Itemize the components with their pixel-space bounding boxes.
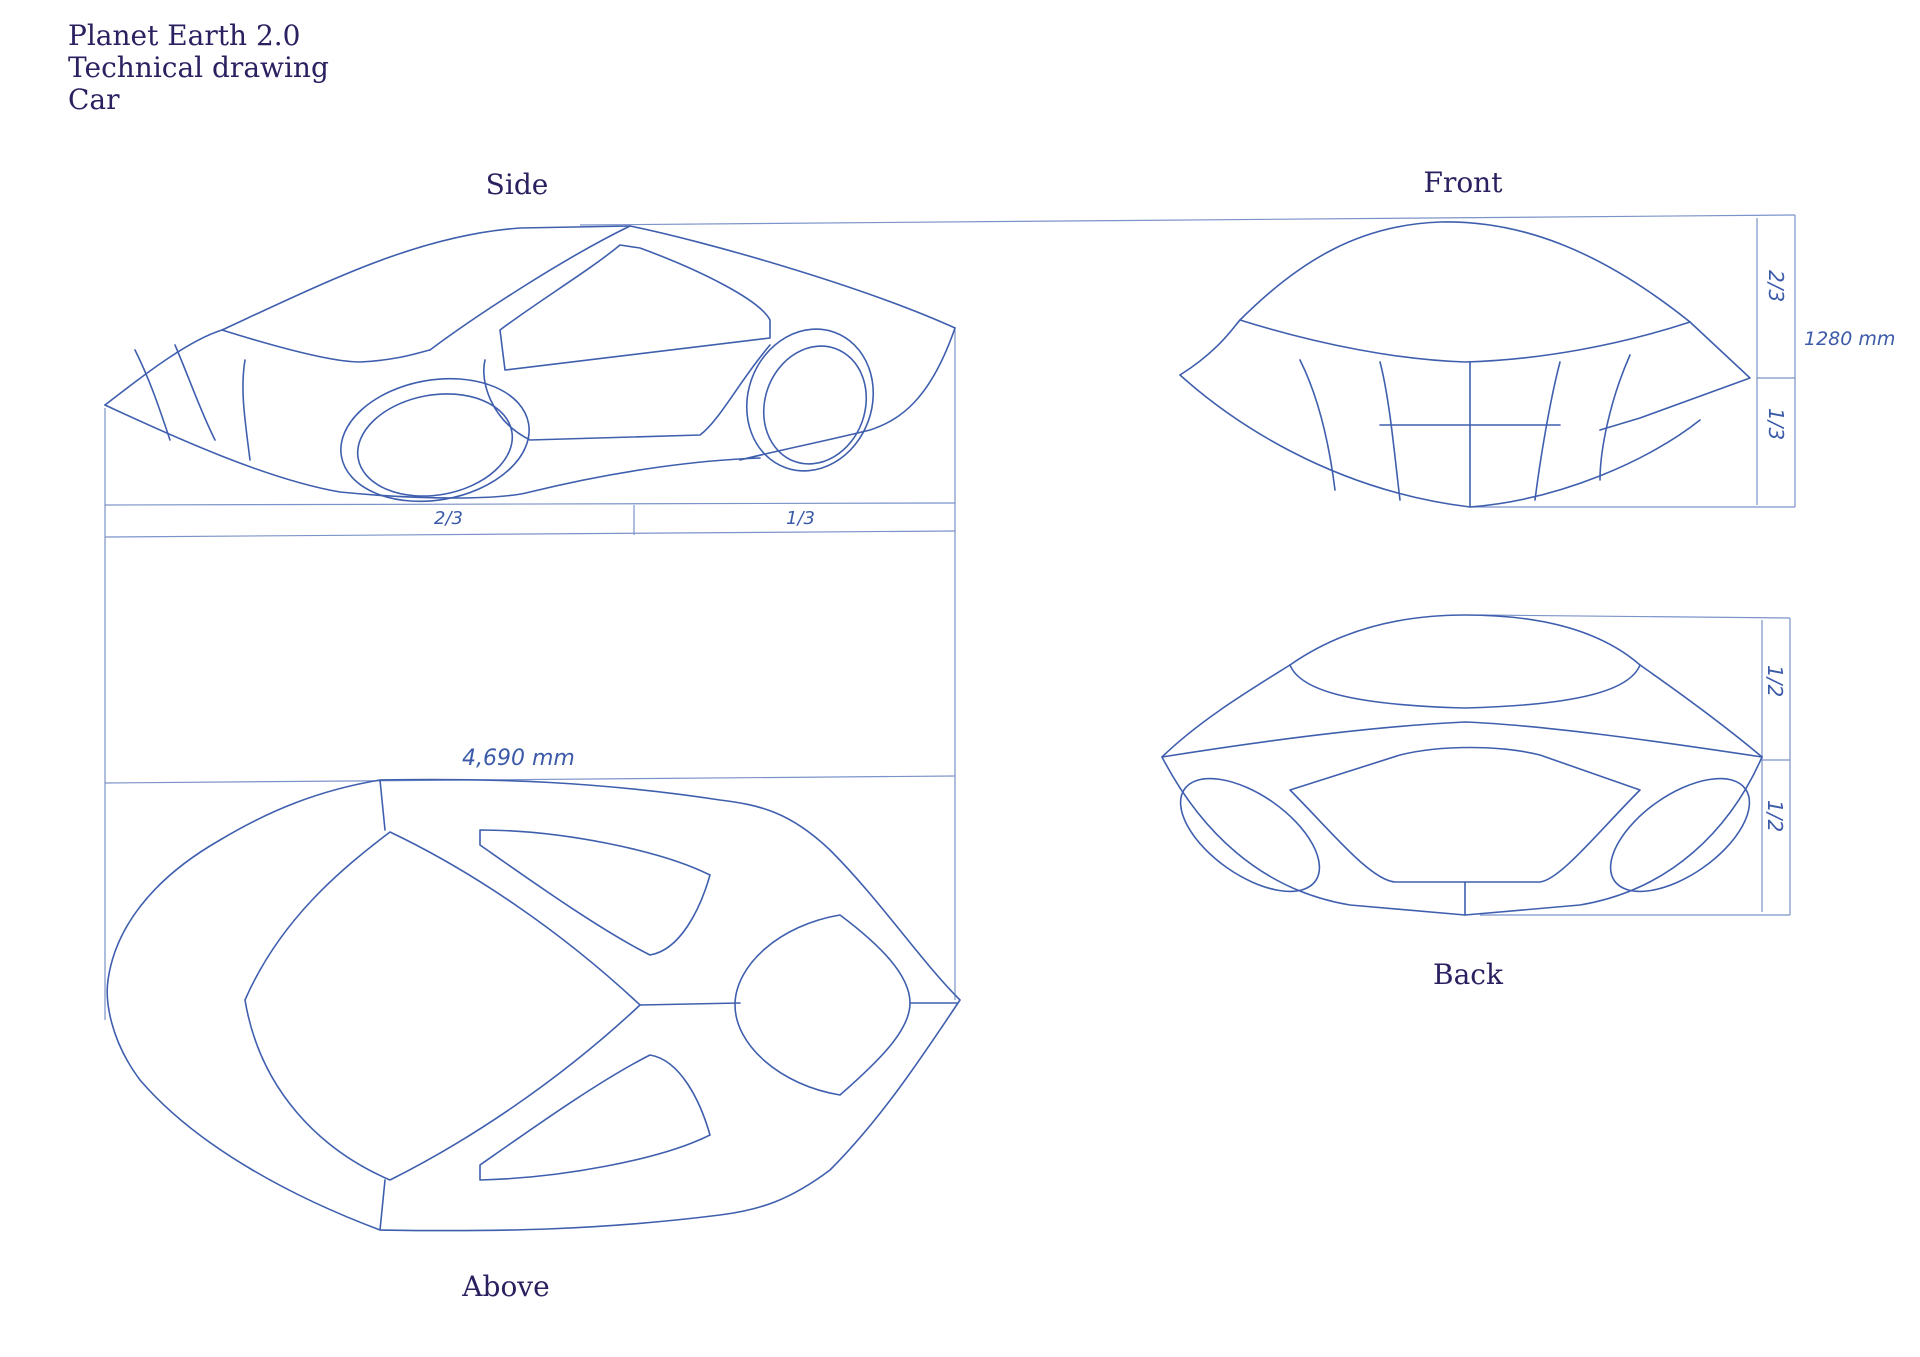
side-view-label: Side [485, 168, 549, 201]
side-ratio-left-annotation: 2/3 [434, 508, 463, 529]
front-height-annotation: 1280 mm [1804, 328, 1896, 350]
above-view-label: Above [462, 1270, 550, 1303]
front-ratio-bottom-annotation: 1/3 [1764, 408, 1788, 441]
side-view-car [104, 225, 956, 503]
subject-title: Car [68, 83, 120, 116]
front-view-label: Front [1423, 166, 1503, 199]
side-ratio-right-annotation: 1/3 [786, 508, 815, 529]
back-ratio-top-annotation: 1/2 [1763, 665, 1787, 698]
front-ratio-top-annotation: 2/3 [1764, 270, 1788, 303]
above-view-car [106, 778, 961, 1232]
back-view-label: Back [1433, 958, 1503, 991]
title-block: Planet Earth 2.0 Technical drawing Car [68, 20, 329, 116]
back-ratio-bottom-annotation: 1/2 [1763, 800, 1787, 833]
back-view-car [1161, 614, 1791, 916]
length-annotation: 4,690 mm [462, 746, 575, 771]
front-view-car [1179, 215, 1796, 508]
project-title: Planet Earth 2.0 [68, 19, 301, 52]
drawing-type: Technical drawing [68, 51, 329, 84]
construction-lines [104, 214, 1796, 1020]
